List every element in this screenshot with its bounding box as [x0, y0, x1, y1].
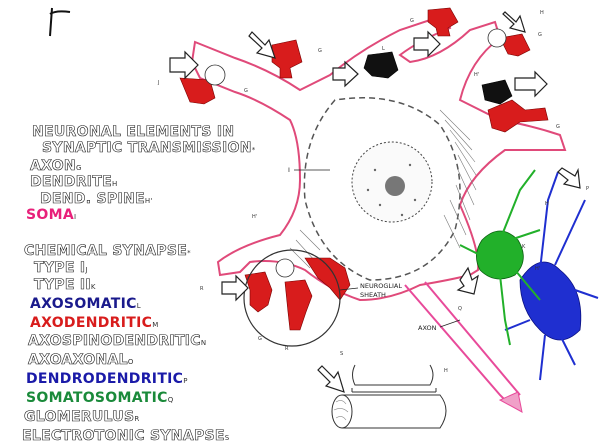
soma-letter: I — [288, 166, 290, 174]
legend-item: AXONG — [30, 158, 82, 174]
legend-item-text: CHEMICAL SYNAPSE — [24, 243, 187, 259]
svg-text:S: S — [340, 351, 343, 357]
sheath-label: SHEATH — [360, 291, 386, 299]
legend-item-letter: H — [112, 180, 118, 188]
legend-item-text: DENDRODENDRITIC — [26, 371, 183, 387]
legend-item-text: AXOAXONAL — [28, 352, 128, 368]
legend-item: DEND. SPINEH' — [40, 191, 153, 207]
legend-item: SOMATOSOMATICQ — [26, 390, 174, 406]
legend-item: GLOMERULUSR — [24, 409, 140, 425]
svg-text:G: G — [318, 48, 322, 54]
svg-text:G: G — [244, 88, 248, 94]
legend-item: DENDRODENDRITICP — [26, 371, 188, 387]
legend-item-text: DENDRITE — [30, 174, 112, 190]
legend-item-text: SOMA — [26, 207, 74, 223]
legend-item-text: GLOMERULUS — [24, 409, 134, 425]
legend-item: AXOSOMATICL — [30, 296, 141, 312]
axon-process-2 — [425, 282, 520, 395]
legend-title-line1: NEURONAL ELEMENTS IN — [32, 124, 234, 140]
legend-item-letter: * — [187, 249, 191, 257]
corner-mark — [50, 8, 70, 36]
svg-text:H: H — [540, 10, 544, 16]
svg-text:H: H — [545, 201, 549, 207]
legend-item-text: AXOSOMATIC — [30, 296, 137, 312]
axon-leader — [440, 320, 460, 327]
svg-text:G: G — [258, 336, 262, 342]
svg-text:Q: Q — [458, 306, 462, 312]
svg-text:H': H' — [474, 72, 479, 78]
axon-label: AXON — [418, 324, 437, 332]
legend-item-letter: L — [137, 302, 141, 310]
svg-text:G: G — [410, 18, 414, 24]
legend-item-text: AXOSPINODENDRITIC — [28, 333, 201, 349]
legend-item-letter: M — [152, 321, 158, 329]
legend-item: AXOAXONALO — [28, 352, 134, 368]
legend-item: SOMAI — [26, 207, 76, 223]
legend-item-letter: K — [91, 283, 96, 291]
legend-item-text: ELECTROTONIC SYNAPSE — [22, 428, 225, 444]
legend-item: TYPE IIK — [34, 277, 96, 293]
legend-item-letter: P — [183, 377, 188, 385]
legend-item-letter: S — [225, 434, 230, 442]
electrotonic-synapse — [352, 365, 436, 392]
legend-item-letter: N — [201, 339, 207, 347]
axon-arrowhead — [500, 392, 522, 412]
legend-item-letter: H' — [145, 197, 153, 205]
legend-item: AXODENDRITICM — [30, 315, 159, 331]
axon-process — [405, 285, 510, 405]
legend-item-letter: J — [85, 266, 87, 274]
legend-item-letter: R — [134, 415, 139, 423]
legend-item-letter: I — [74, 213, 76, 221]
legend-item-letter: O — [128, 358, 134, 366]
legend-item: ELECTROTONIC SYNAPSES — [22, 428, 230, 444]
svg-text:H': H' — [535, 266, 540, 272]
svg-text:J: J — [157, 80, 159, 86]
svg-text:H': H' — [252, 214, 257, 220]
svg-text:P: P — [586, 186, 589, 192]
svg-text:R: R — [285, 346, 289, 352]
legend-item-letter: G — [76, 164, 82, 172]
legend-item: TYPE IJ — [34, 260, 88, 276]
axon-cylinder — [332, 395, 446, 428]
legend-item-text: TYPE I — [34, 260, 85, 276]
legend-item: CHEMICAL SYNAPSE* — [24, 243, 191, 259]
svg-text:L: L — [382, 46, 385, 52]
legend-item-letter: Q — [168, 396, 174, 404]
legend-item-text: AXODENDRITIC — [30, 315, 152, 331]
legend-item: DENDRITEH — [30, 174, 118, 190]
legend-item-text: DEND. SPINE — [40, 191, 145, 207]
nucleolus — [385, 176, 405, 196]
svg-text:G: G — [538, 32, 542, 38]
legend-item-text: TYPE II — [34, 277, 91, 293]
svg-text:G: G — [556, 124, 560, 130]
legend-item-text: AXON — [30, 158, 76, 174]
svg-text:K: K — [522, 244, 526, 250]
legend-title-line2: SYNAPTIC TRANSMISSION* — [42, 140, 256, 156]
neuroglial-label: NEUROGLIAL — [360, 282, 402, 290]
legend-item: AXOSPINODENDRITICN — [28, 333, 206, 349]
svg-text:H: H — [444, 368, 448, 374]
legend-item-text: SOMATOSOMATIC — [26, 390, 168, 406]
svg-text:R: R — [200, 286, 204, 292]
